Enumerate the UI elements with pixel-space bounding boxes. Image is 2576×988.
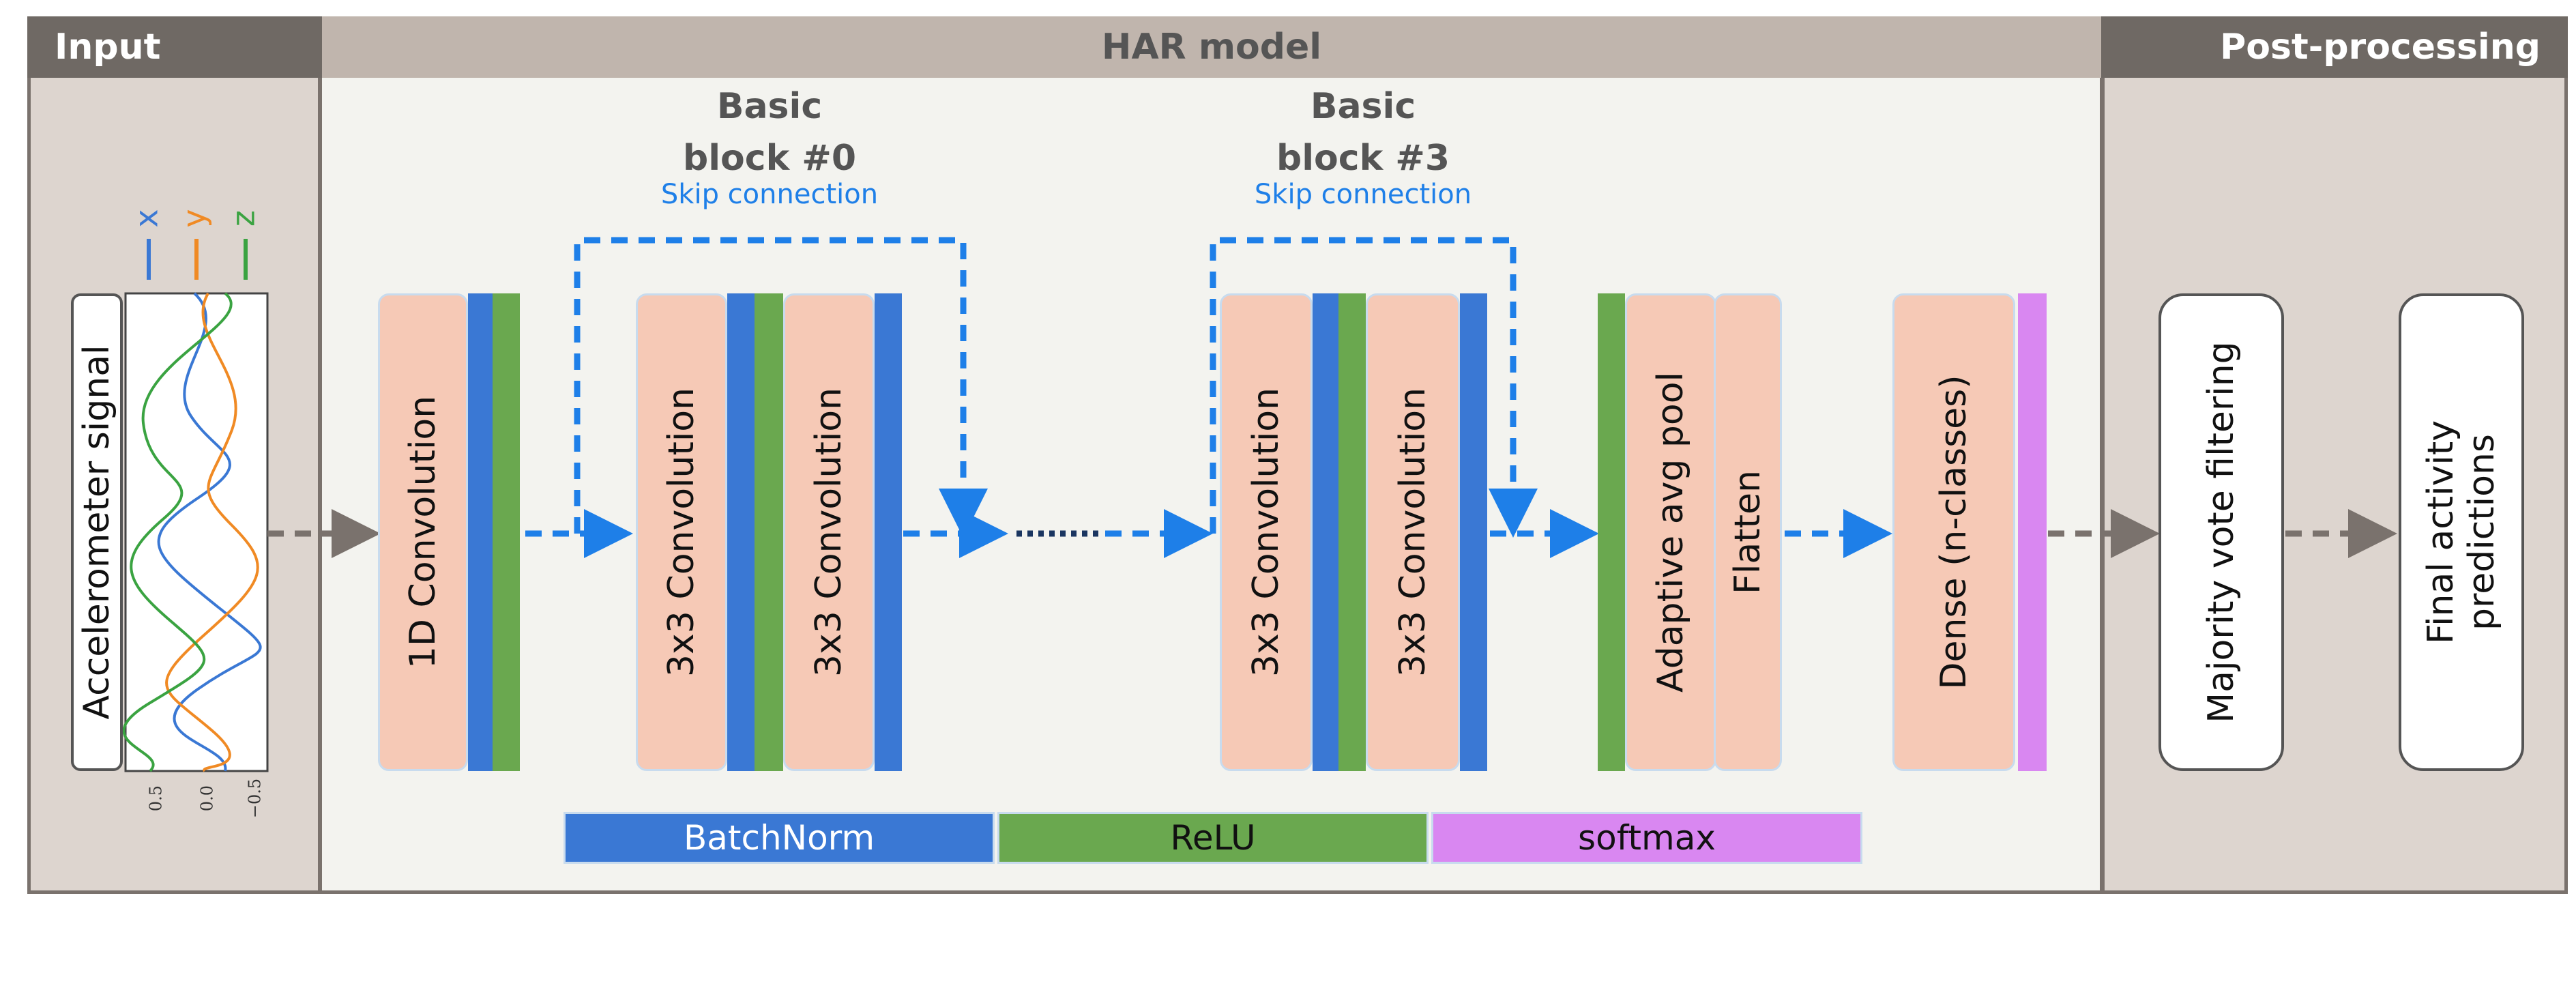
legend-batchnorm: BatchNorm [564, 812, 995, 864]
divider-left [318, 16, 322, 894]
conv3x3-d-block: 3x3 Convolution [1366, 293, 1460, 771]
basic-block-0-line1: Basic [716, 86, 823, 127]
conv3x3-c-block: 3x3 Convolution [1220, 293, 1313, 771]
conv3x3-b-block: 3x3 Convolution [783, 293, 875, 771]
batchnorm-bar [1460, 293, 1487, 771]
batchnorm-bar [468, 293, 493, 771]
signal-y-line [165, 292, 259, 772]
tick-label: 0.0 [198, 785, 217, 811]
flatten-block: Flatten [1714, 293, 1782, 771]
signal-z-line [123, 292, 233, 772]
majority-vote-box: Majority vote filtering [2158, 293, 2284, 771]
conv3x3-b-label: 3x3 Convolution [808, 387, 849, 678]
input-header: Input [27, 16, 322, 78]
accelerometer-signal-box: Accelerometer signal [71, 293, 123, 771]
legend-batchnorm-label: BatchNorm [683, 818, 875, 858]
softmax-bar [2018, 293, 2047, 771]
dense-block: Dense (n-classes) [1892, 293, 2015, 771]
signal-legend: x y z [128, 209, 262, 280]
adaptive-avg-pool-block: Adaptive avg pool [1625, 293, 1716, 771]
batchnorm-bar [727, 293, 755, 771]
legend-y-label: y [176, 209, 213, 227]
skip-connection-label-0: Skip connection [660, 179, 879, 210]
basic-block-0-title: Basic block #0 [633, 81, 906, 184]
skip-connection-block3 [1210, 237, 1538, 538]
signal-plot: x y z 0.5 0.0 −0.5 [123, 209, 269, 818]
final-predictions-label: Final activity predictions [2420, 420, 2502, 644]
basic-block-0-line2: block #0 [682, 138, 857, 179]
relu-bar [1338, 293, 1366, 771]
conv3x3-a-block: 3x3 Convolution [636, 293, 727, 771]
relu-bar [755, 293, 783, 771]
skip-connection-block0 [574, 237, 988, 538]
skip-connection-label-3: Skip connection [1254, 179, 1472, 210]
divider-right [2100, 16, 2104, 894]
conv1d-block: 1D Convolution [378, 293, 468, 771]
basic-block-3-line1: Basic [1310, 86, 1416, 127]
input-header-label: Input [55, 27, 161, 68]
legend-softmax: softmax [1431, 812, 1862, 864]
post-processing-header-label: Post-processing [2220, 27, 2541, 68]
batchnorm-bar [1313, 293, 1338, 771]
tick-label: −0.5 [246, 779, 265, 818]
tick-label: 0.5 [147, 785, 166, 811]
relu-bar [1598, 293, 1625, 771]
legend-x-label: x [128, 209, 165, 227]
legend-softmax-label: softmax [1578, 818, 1716, 858]
legend-relu-label: ReLU [1170, 818, 1256, 858]
batchnorm-bar [875, 293, 902, 771]
conv3x3-d-label: 3x3 Convolution [1392, 387, 1433, 678]
final-predictions-line1: Final activity [2420, 420, 2461, 645]
conv3x3-c-label: 3x3 Convolution [1246, 387, 1287, 678]
legend-z-label: z [225, 210, 262, 227]
legend-relu: ReLU [997, 812, 1429, 864]
conv1d-label: 1D Convolution [402, 395, 443, 669]
signal-x-line [157, 292, 262, 772]
dense-label: Dense (n-classes) [1933, 375, 1974, 690]
flatten-label: Flatten [1727, 470, 1768, 594]
adaptive-avg-pool-label: Adaptive avg pool [1650, 372, 1691, 693]
majority-vote-label: Majority vote filtering [2201, 341, 2242, 723]
basic-block-3-line2: block #3 [1276, 138, 1450, 179]
basic-block-3-title: Basic block #3 [1227, 81, 1499, 184]
relu-bar [493, 293, 520, 771]
conv3x3-a-label: 3x3 Convolution [661, 387, 702, 678]
har-model-panel [322, 16, 2101, 894]
har-model-header-label: HAR model [1101, 27, 1322, 68]
final-predictions-box: Final activity predictions [2399, 293, 2524, 771]
post-processing-header: Post-processing [2101, 16, 2568, 78]
har-model-header: HAR model [322, 16, 2101, 78]
final-predictions-line2: predictions [2461, 434, 2502, 630]
